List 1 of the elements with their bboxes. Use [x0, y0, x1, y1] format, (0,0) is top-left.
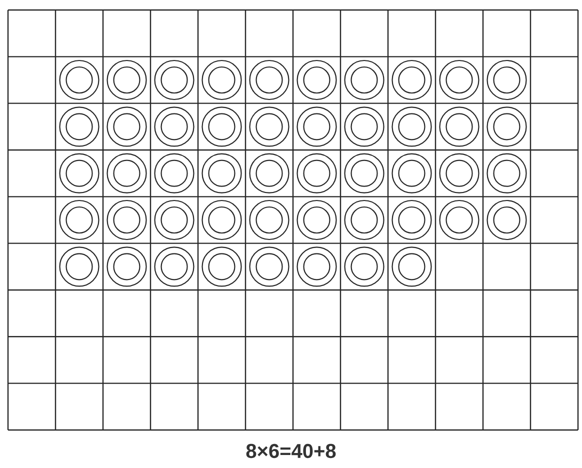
- equation: 8×6=40+8: [246, 444, 336, 458]
